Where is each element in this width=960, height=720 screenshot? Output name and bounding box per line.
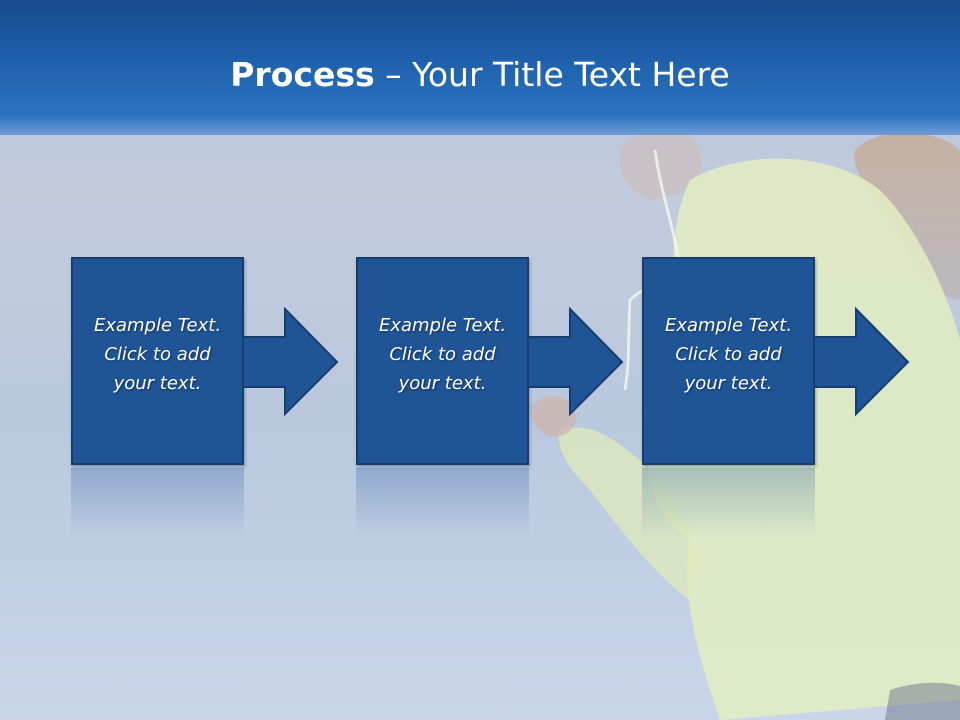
arrow-right-icon (528, 307, 624, 417)
slide-title[interactable]: Process – Your Title Text Here (0, 55, 960, 95)
title-bar (0, 0, 960, 135)
arrow-right-icon (814, 307, 910, 417)
step-1-reflection (71, 468, 244, 538)
step-box-2[interactable]: Example Text. Click to add your text. (356, 257, 529, 465)
title-rest: – Your Title Text Here (374, 55, 730, 94)
step-3-reflection (642, 468, 815, 538)
step-box-3[interactable]: Example Text. Click to add your text. (642, 257, 815, 465)
step-3-text[interactable]: Example Text. Click to add your text. (664, 314, 793, 394)
step-2-text[interactable]: Example Text. Click to add your text. (378, 314, 507, 394)
step-1-text[interactable]: Example Text. Click to add your text. (93, 314, 222, 394)
title-bold: Process (230, 55, 375, 94)
step-box-1[interactable]: Example Text. Click to add your text. (71, 257, 244, 465)
step-2-reflection (356, 468, 529, 538)
arrow-right-icon (243, 307, 339, 417)
